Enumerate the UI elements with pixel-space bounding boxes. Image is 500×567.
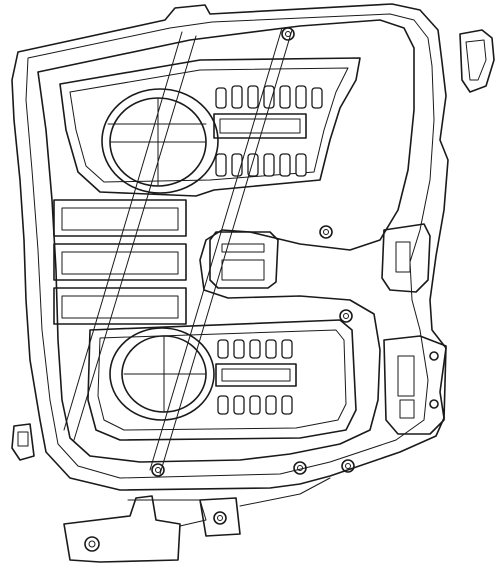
upper-led-fins-top: [215, 85, 323, 109]
upper-lamp-cavity-inner: [69, 67, 349, 183]
upper-led-fins-bottom: [215, 153, 307, 177]
housing-outline: [11, 3, 449, 491]
lower-led-fins-top: [217, 339, 293, 359]
upper-light-bar: [213, 113, 307, 139]
side-marker-window: [209, 231, 279, 289]
upper-projector-housing: [101, 88, 219, 194]
upper-lamp-cavity: [59, 57, 361, 197]
left-tab: [11, 423, 35, 461]
lower-lamp-cavity: [87, 319, 357, 441]
right-top-bracket: [459, 29, 495, 93]
right-lower-bracket: [383, 335, 447, 435]
lower-led-fins-bottom: [217, 395, 293, 415]
grille-bars: [53, 199, 187, 325]
bottom-left-bracket: [63, 495, 181, 563]
lower-projector-housing: [109, 327, 215, 421]
reflection-lines: [63, 27, 293, 475]
lower-light-bar: [215, 363, 297, 387]
lower-lamp-cavity-inner: [97, 329, 347, 431]
mounting-screws: [151, 27, 355, 477]
bezel-outline: [37, 19, 415, 463]
housing-inner-rim: [25, 13, 435, 479]
right-connector: [381, 223, 431, 293]
bottom-center-bracket: [199, 497, 241, 537]
